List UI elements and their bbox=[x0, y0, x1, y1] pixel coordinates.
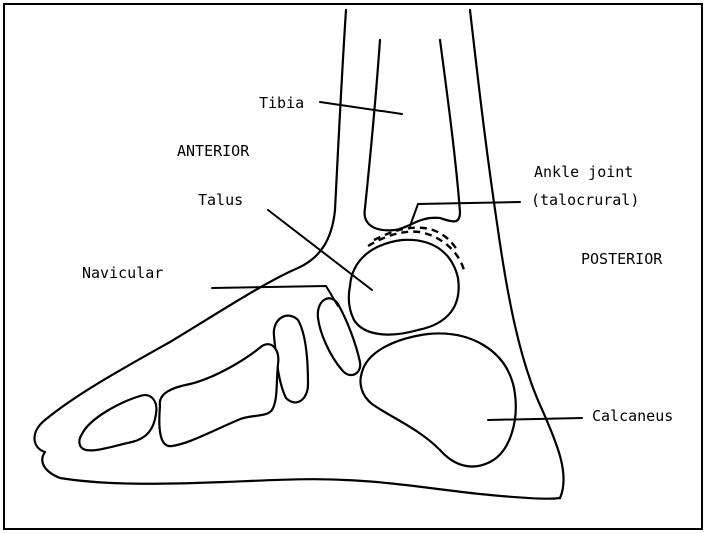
talus-leader-line bbox=[268, 210, 372, 290]
label-tibia: Tibia bbox=[259, 94, 304, 112]
label-navicular: Navicular bbox=[82, 264, 163, 282]
talus-bone bbox=[349, 240, 459, 335]
label-posterior: POSTERIOR bbox=[581, 250, 663, 268]
label-anterior: ANTERIOR bbox=[177, 142, 250, 160]
label-ankle-joint-line1: Ankle joint bbox=[534, 163, 633, 181]
label-calcaneus: Calcaneus bbox=[592, 407, 673, 425]
tibia-bone bbox=[365, 40, 460, 230]
navicular-leader-line bbox=[212, 286, 338, 306]
label-talus: Talus bbox=[198, 191, 243, 209]
tibia-leader-line bbox=[320, 102, 402, 114]
phalanx-bone bbox=[79, 395, 156, 450]
calcaneus-bone bbox=[360, 333, 515, 466]
label-ankle-joint-line2: (talocrural) bbox=[531, 191, 639, 209]
ankle-joint-leader-line bbox=[410, 202, 520, 226]
metatarsal-bone bbox=[159, 344, 278, 446]
